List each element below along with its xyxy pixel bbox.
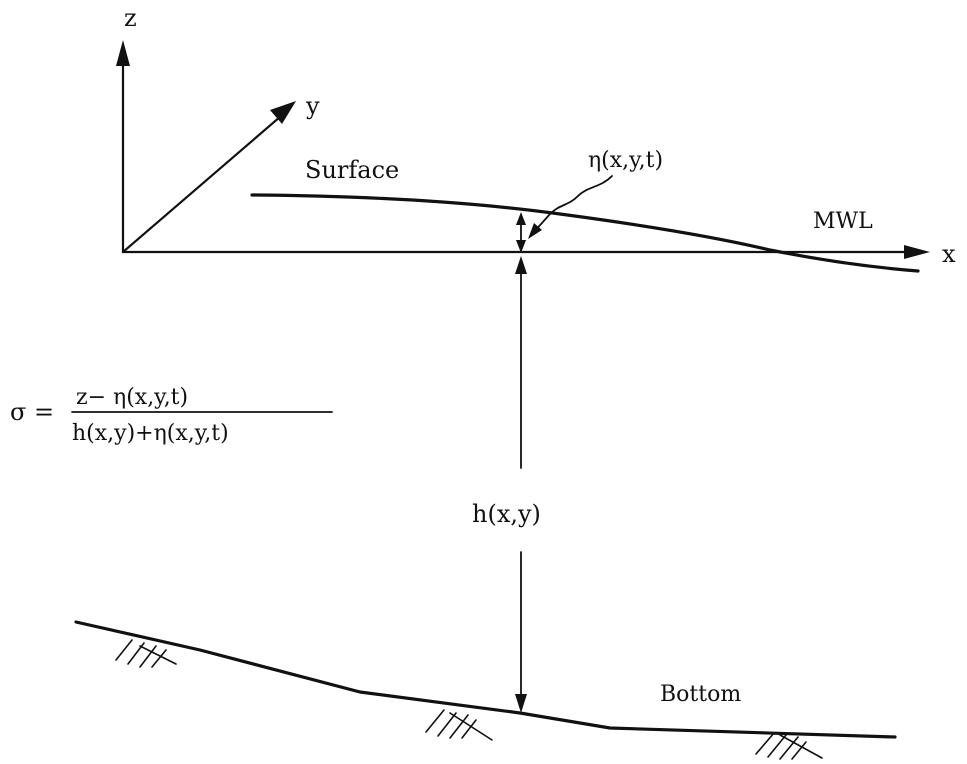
depth-arrow [515, 256, 527, 713]
eta-label: η(x,y,t) [588, 148, 663, 173]
surface-curve [250, 193, 920, 273]
bottom-line [74, 620, 897, 739]
y-axis-label: y [305, 92, 320, 120]
eta-double-arrow [516, 212, 526, 253]
sigma-lhs: σ = [10, 398, 54, 426]
x-axis-label: x [942, 240, 956, 268]
z-axis [116, 40, 130, 254]
ground-hatch-middle [425, 709, 493, 741]
y-axis [121, 101, 296, 254]
ground-hatch-right [755, 732, 823, 760]
eta-leader [528, 175, 613, 239]
z-axis-label: z [124, 4, 137, 32]
mwl-label: MWL [813, 209, 873, 234]
surface-label: Surface [305, 156, 399, 184]
sigma-numerator: z− η(x,y,t) [76, 385, 188, 410]
depth-label: h(x,y) [472, 500, 541, 528]
ground-hatch-left [115, 639, 177, 668]
sigma-denominator: h(x,y)+η(x,y,t) [72, 421, 229, 446]
bottom-label: Bottom [660, 682, 741, 707]
